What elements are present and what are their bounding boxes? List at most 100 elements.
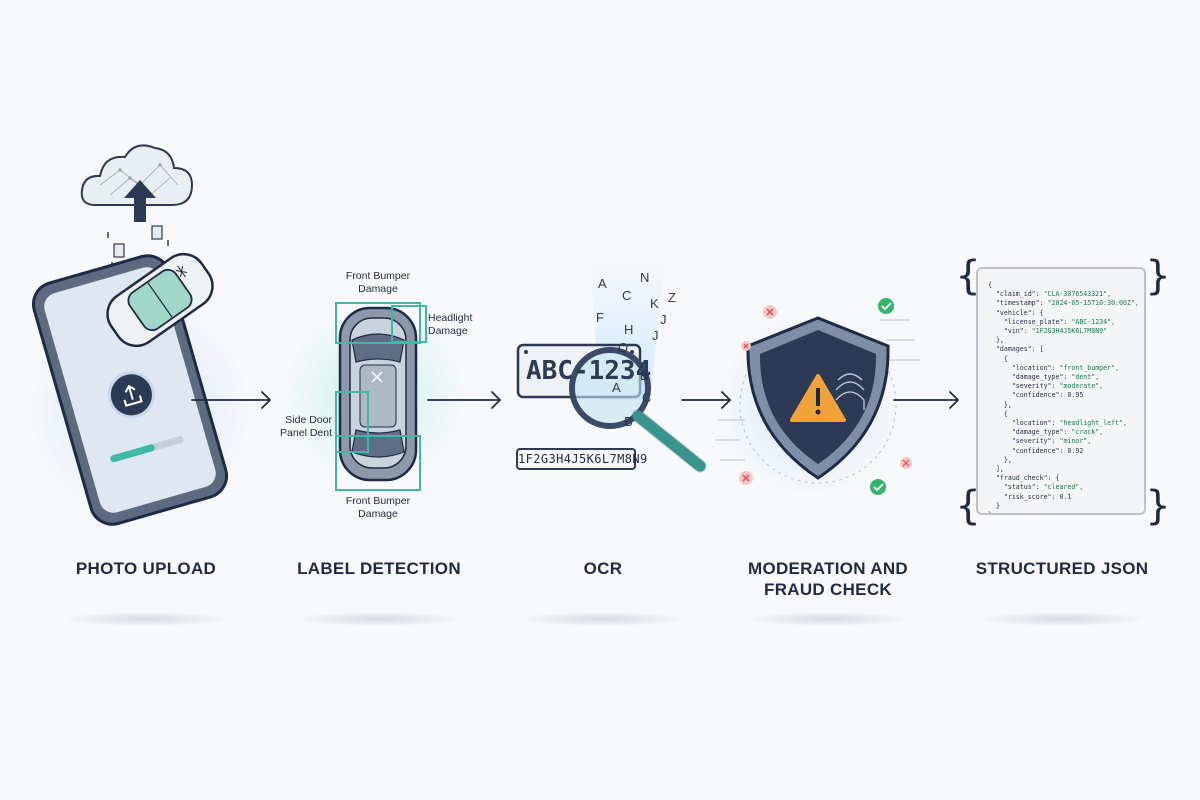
ocr-letter: F — [596, 310, 604, 325]
right-brace-top: } — [1146, 253, 1171, 299]
json-key: }, — [988, 336, 1004, 345]
json-key: "location": — [988, 419, 1060, 428]
json-key: "license_plate": — [988, 317, 1072, 326]
json-number-value: 0.1 — [1059, 492, 1072, 501]
stage-label-photo-upload: PHOTO UPLOAD — [75, 559, 217, 578]
json-key: "severity": — [988, 437, 1060, 446]
json-line: "vin": "1F2G3H4J5K6L7M8N9" — [988, 327, 1136, 336]
detection-boxes — [335, 302, 427, 491]
license-plate-text: ABC-1234 — [526, 356, 652, 386]
json-line: "location": "headlight_left", — [988, 419, 1136, 428]
json-key: "status": — [988, 483, 1044, 492]
ocr-letter: J — [660, 312, 667, 327]
json-key: { — [988, 354, 1008, 363]
json-string-value: "cleared", — [1043, 483, 1084, 492]
fingerprint-icon — [835, 373, 865, 410]
json-line: "license_plate": "ABC-1234", — [988, 318, 1136, 327]
ground-shadow — [61, 612, 231, 626]
success-check-icon — [870, 298, 894, 495]
stage-label-ocr: OCR — [583, 559, 623, 578]
ocr-letter: C — [642, 390, 652, 405]
callout-headlight: Headlight Damage — [428, 312, 473, 337]
ocr-letter: E — [640, 368, 649, 383]
json-line: { — [988, 281, 1136, 290]
json-line: "location": "front_bumper", — [988, 364, 1136, 373]
json-line: "claim_id": "CLA-3076543321", — [988, 290, 1136, 299]
warning-icon — [790, 374, 846, 422]
json-key: "vehicle": { — [988, 308, 1044, 317]
ground-shadow — [294, 612, 464, 626]
ground-shadow — [743, 612, 913, 626]
json-string-value: "moderate", — [1059, 382, 1104, 391]
callout-side-door: Side Door Panel Dent — [280, 414, 332, 439]
right-brace-bottom: } — [1146, 483, 1171, 529]
json-string-value: "headlight_left", — [1059, 419, 1127, 428]
ocr-letter: H — [624, 322, 634, 337]
json-bracket: } — [988, 511, 992, 513]
json-line: "timestamp": "2024-05-15T10:30:00Z", — [988, 299, 1139, 308]
ocr-letter: Z — [668, 290, 676, 305]
json-key: "location": — [988, 363, 1060, 372]
json-string-value: "front_bumper", — [1059, 363, 1120, 372]
json-line: "confidence": 0.95 — [988, 391, 1136, 400]
json-line: "fraud_check": { — [988, 474, 1136, 483]
json-key: "damages": [ — [988, 345, 1044, 354]
json-line: } — [988, 511, 1136, 513]
ground-shadow — [977, 612, 1147, 626]
callout-front-bumper-top: Front Bumper Damage — [345, 270, 411, 295]
json-line: }, — [988, 336, 1136, 345]
json-key: ], — [988, 465, 1004, 474]
ocr-letter: A — [612, 380, 621, 395]
json-key: "severity": — [988, 382, 1060, 391]
json-string-value: "1F2G3H4J5K6L7M8N9" — [1031, 327, 1108, 336]
stage-label-structured-json: STRUCTURED JSON — [975, 559, 1149, 578]
upload-arrow-icon — [124, 180, 156, 222]
callout-front-bumper-bottom: Front Bumper Damage — [345, 495, 411, 520]
magnifier-icon — [569, 347, 707, 473]
json-string-value: "crack", — [1071, 428, 1104, 437]
json-key: }, — [988, 400, 1012, 409]
json-key: "risk_score": — [988, 492, 1060, 501]
json-key: "fraud_check": { — [988, 474, 1060, 483]
json-key: "claim_id": — [988, 290, 1044, 299]
ocr-letter: J — [652, 328, 659, 343]
json-output-panel: { "claim_id": "CLA-3076543321", "timesta… — [976, 267, 1146, 515]
json-string-value: "dent", — [1071, 373, 1100, 382]
json-line: { — [988, 410, 1136, 419]
json-line: "status": "cleared", — [988, 483, 1136, 492]
json-string-value: "2024-05-15T10:30:00Z", — [1047, 299, 1139, 308]
vin-text: 1F2G3H4J5K6L7M8N9 — [516, 448, 647, 470]
json-key: "confidence": — [988, 446, 1068, 455]
arrow-icon — [893, 391, 959, 409]
json-line: "severity": "moderate", — [988, 382, 1136, 391]
json-line: "vehicle": { — [988, 309, 1136, 318]
json-string-value: "CLA-3076543321", — [1043, 290, 1112, 299]
error-x-icon — [739, 305, 912, 485]
json-number-value: 0.95 — [1067, 391, 1084, 400]
json-line: "damages": [ — [988, 345, 1136, 354]
json-key: "confidence": — [988, 391, 1068, 400]
document-icon — [113, 225, 163, 258]
ground-shadow — [518, 612, 688, 626]
json-key: } — [988, 501, 1000, 510]
arrow-icon — [681, 391, 731, 409]
json-line: "severity": "minor", — [988, 437, 1136, 446]
ocr-letter: B — [624, 414, 633, 429]
json-number-value: 0.92 — [1067, 446, 1084, 455]
json-key: "damage_type": — [988, 373, 1072, 382]
json-line: ], — [988, 465, 1136, 474]
json-line: { — [988, 355, 1136, 364]
json-key: }, — [988, 455, 1012, 464]
arrow-icon — [427, 391, 501, 409]
ocr-letter: K — [650, 296, 659, 311]
json-key: "timestamp": — [988, 299, 1048, 308]
bbox-front-bumper-bottom — [335, 435, 421, 491]
bbox-headlight — [391, 305, 427, 343]
json-key: "damage_type": — [988, 428, 1072, 437]
json-line: }, — [988, 401, 1136, 410]
